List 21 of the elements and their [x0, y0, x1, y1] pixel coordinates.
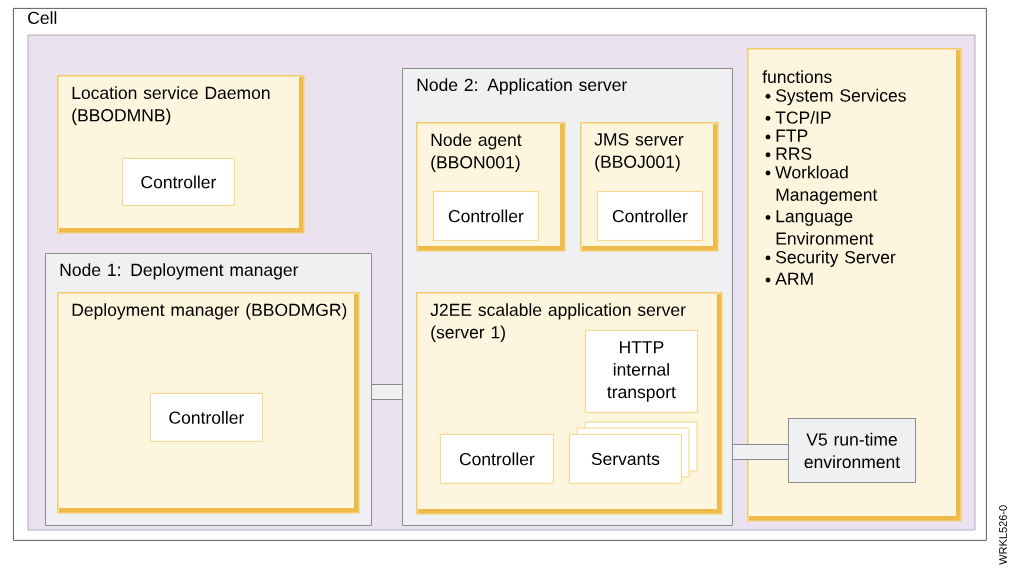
- list-heading: functions: [762, 70, 832, 84]
- process-box: Controller: [150, 393, 263, 442]
- environment-box: V5 run-time environment: [788, 418, 916, 483]
- process-box: HTTP internal transport: [585, 330, 698, 413]
- list-item: Language Environment: [765, 210, 874, 245]
- list-item: ARM: [765, 272, 813, 285]
- list-item: Workload Management: [765, 165, 878, 205]
- list-item: Security Server: [765, 250, 896, 267]
- list-item: FTP: [765, 129, 808, 142]
- list-item: System Services: [765, 88, 906, 106]
- connector-band: [733, 444, 788, 460]
- process-box: Controller: [122, 158, 235, 206]
- list-item: RRS: [765, 147, 812, 160]
- function-list-box: [747, 48, 962, 522]
- process-box: Controller: [433, 191, 539, 241]
- process-box: Controller: [440, 434, 554, 484]
- connector-band: [372, 384, 402, 400]
- process-box: Controller: [597, 191, 703, 241]
- stacked-process-box: Servants: [569, 421, 698, 484]
- list-item: TCP/IP: [765, 110, 831, 124]
- figure-id: WRKL526-0: [999, 505, 1007, 565]
